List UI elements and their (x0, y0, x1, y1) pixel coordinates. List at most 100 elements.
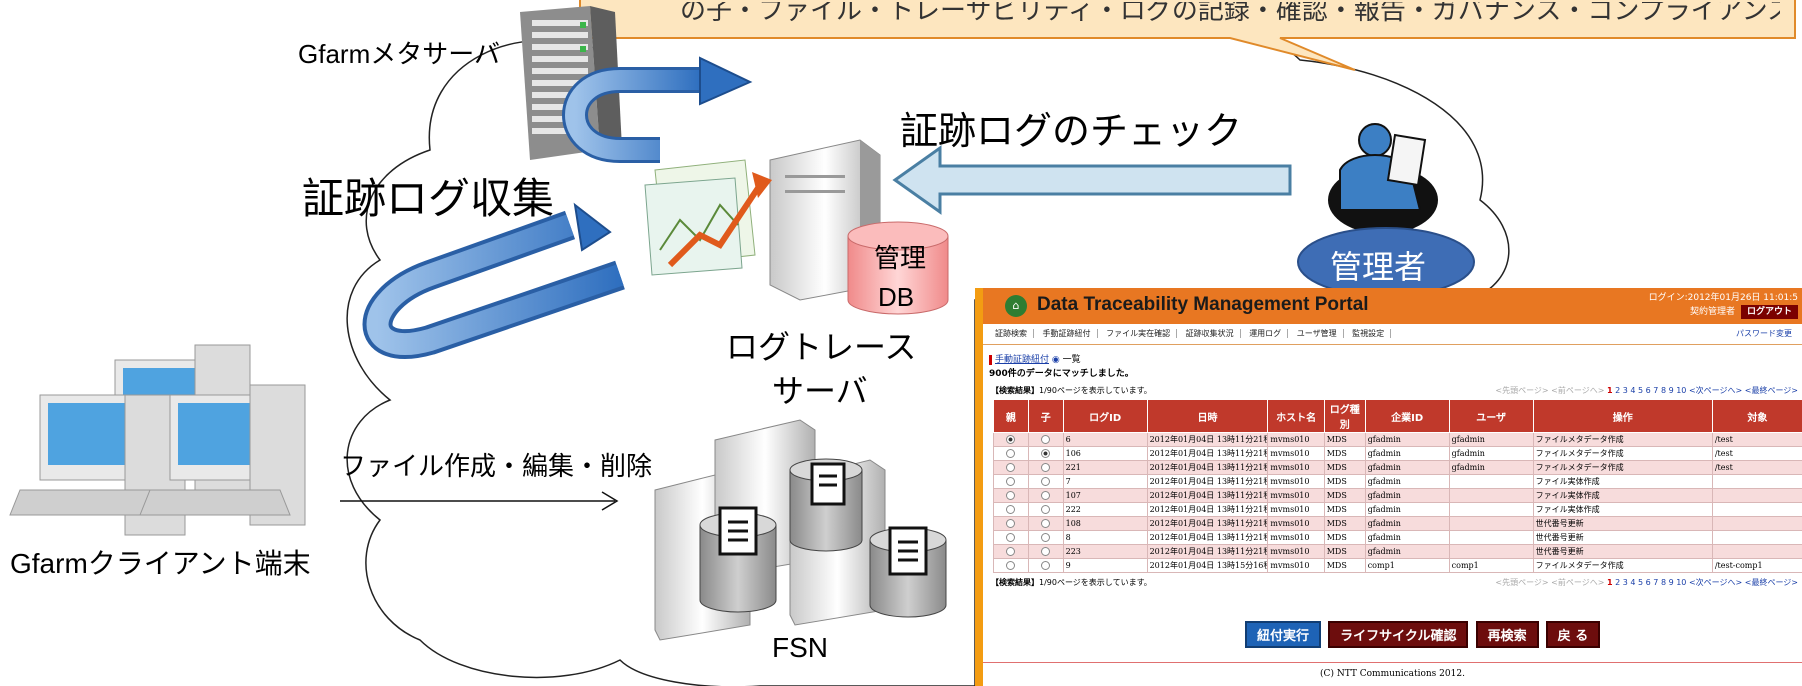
parent-radio-cell[interactable] (993, 460, 1029, 475)
child-radio[interactable] (1041, 463, 1051, 473)
breadcrumb-link[interactable]: 手動証跡紐付 (989, 355, 1050, 365)
parent-radio[interactable] (1006, 519, 1016, 529)
parent-radio-cell[interactable] (993, 446, 1029, 461)
cell-datetime: 2012年01月04日 13時11分21秒 (1146, 488, 1269, 503)
pager-next[interactable]: <次ページへ> <最終ページ> (1688, 578, 1798, 587)
pager-num[interactable]: 5 (1638, 386, 1644, 395)
pager-num[interactable]: 6 (1645, 578, 1651, 587)
menu-item-user-admin[interactable]: ユーザ管理 (1290, 329, 1344, 338)
parent-radio-cell[interactable] (993, 474, 1029, 489)
logout-button[interactable]: ログアウト (1740, 305, 1798, 319)
pager-num[interactable]: 8 (1660, 578, 1667, 587)
parent-radio[interactable] (1006, 435, 1016, 445)
pager-num[interactable]: 2 (1615, 386, 1621, 395)
parent-radio[interactable] (1006, 533, 1016, 543)
child-radio[interactable] (1041, 533, 1051, 543)
child-radio-cell[interactable] (1027, 516, 1064, 531)
pager-num[interactable]: 9 (1668, 578, 1674, 587)
parent-radio[interactable] (1006, 547, 1016, 557)
child-radio[interactable] (1041, 449, 1051, 459)
research-button[interactable]: 再検索 (1475, 621, 1539, 648)
parent-radio-cell[interactable] (993, 432, 1029, 447)
password-link[interactable]: パスワード変更 (1736, 329, 1792, 338)
child-radio-cell[interactable] (1027, 502, 1064, 517)
col-datetime: 日時 (1146, 399, 1269, 433)
child-radio[interactable] (1041, 435, 1051, 445)
cell-user (1448, 502, 1534, 517)
pager-prev[interactable]: <先頭ページ> <前ページへ> (1495, 386, 1605, 395)
pager-num[interactable]: 8 (1660, 386, 1667, 395)
pager-prev[interactable]: <先頭ページ> <前ページへ> (1495, 578, 1605, 587)
pager-num[interactable]: 4 (1630, 386, 1636, 395)
menu-item-monitor[interactable]: 監視設定 (1346, 329, 1392, 338)
menu-item-manual-link[interactable]: 手動証跡紐付 (1036, 329, 1098, 338)
child-radio[interactable] (1041, 505, 1051, 515)
parent-radio[interactable] (1006, 477, 1016, 487)
parent-radio[interactable] (1006, 505, 1016, 515)
parent-radio-cell[interactable] (993, 558, 1029, 573)
pager-num[interactable]: 3 (1622, 578, 1628, 587)
cell-logtype: MDS (1323, 488, 1366, 503)
child-radio-cell[interactable] (1027, 446, 1064, 461)
menu-item-search[interactable]: 証跡検索 (989, 329, 1034, 338)
col-target: 対象 (1711, 399, 1802, 433)
portal-footer: (C) NTT Communications 2012. (983, 662, 1802, 679)
pager-num[interactable]: 4 (1630, 578, 1636, 587)
pager-num[interactable]: 7 (1653, 578, 1659, 587)
parent-radio-cell[interactable] (993, 516, 1029, 531)
pager-num[interactable]: 10 (1676, 578, 1687, 587)
pager-num[interactable]: 5 (1638, 578, 1644, 587)
child-radio-cell[interactable] (1027, 530, 1064, 545)
parent-radio[interactable] (1006, 449, 1016, 459)
child-radio-cell[interactable] (1027, 474, 1064, 489)
pager-next[interactable]: <次ページへ> <最終ページ> (1688, 386, 1798, 395)
child-radio-cell[interactable] (1027, 544, 1064, 559)
parent-radio-cell[interactable] (993, 502, 1029, 517)
child-radio[interactable] (1041, 477, 1051, 487)
parent-radio-cell[interactable] (993, 488, 1029, 503)
cell-target: /test (1711, 432, 1802, 447)
child-radio-cell[interactable] (1027, 432, 1064, 447)
child-radio[interactable] (1041, 519, 1051, 529)
child-radio-cell[interactable] (1027, 460, 1064, 475)
portal-menu: 証跡検索 手動証跡紐付 ファイル実在確認 証跡収集状況 運用ログ ユーザ管理 監… (983, 324, 1802, 345)
col-logtype: ログ種別 (1323, 399, 1366, 433)
menu-item-ops-log[interactable]: 運用ログ (1243, 329, 1289, 338)
pager-num[interactable]: 2 (1615, 578, 1621, 587)
cell-op: ファイルメタデータ作成 (1532, 460, 1713, 475)
child-radio-cell[interactable] (1027, 488, 1064, 503)
cell-host: mvms010 (1267, 558, 1325, 573)
child-radio[interactable] (1041, 561, 1051, 571)
menu-item-collect-status[interactable]: 証跡収集状況 (1179, 329, 1241, 338)
parent-radio[interactable] (1006, 463, 1016, 473)
cell-host: mvms010 (1267, 488, 1325, 503)
menu-item-file-check[interactable]: ファイル実在確認 (1100, 329, 1178, 338)
child-radio[interactable] (1041, 547, 1051, 557)
lifecycle-check-button[interactable]: ライフサイクル確認 (1328, 621, 1469, 648)
pager-num[interactable]: 7 (1653, 386, 1659, 395)
pager-num[interactable]: 9 (1668, 386, 1674, 395)
cell-user: gfadmin (1448, 446, 1534, 461)
pager-num[interactable]: 3 (1622, 386, 1628, 395)
link-execute-button[interactable]: 紐付実行 (1245, 621, 1322, 648)
cell-corp: gfadmin (1364, 502, 1450, 517)
pager-num[interactable]: 10 (1676, 386, 1687, 395)
child-radio[interactable] (1041, 491, 1051, 501)
back-button[interactable]: 戻 る (1545, 621, 1601, 648)
parent-radio-cell[interactable] (993, 544, 1029, 559)
child-radio-cell[interactable] (1027, 558, 1064, 573)
parent-radio[interactable] (1006, 561, 1016, 571)
parent-radio-cell[interactable] (993, 530, 1029, 545)
parent-radio[interactable] (1006, 491, 1016, 501)
pager-num[interactable]: 6 (1645, 386, 1651, 395)
